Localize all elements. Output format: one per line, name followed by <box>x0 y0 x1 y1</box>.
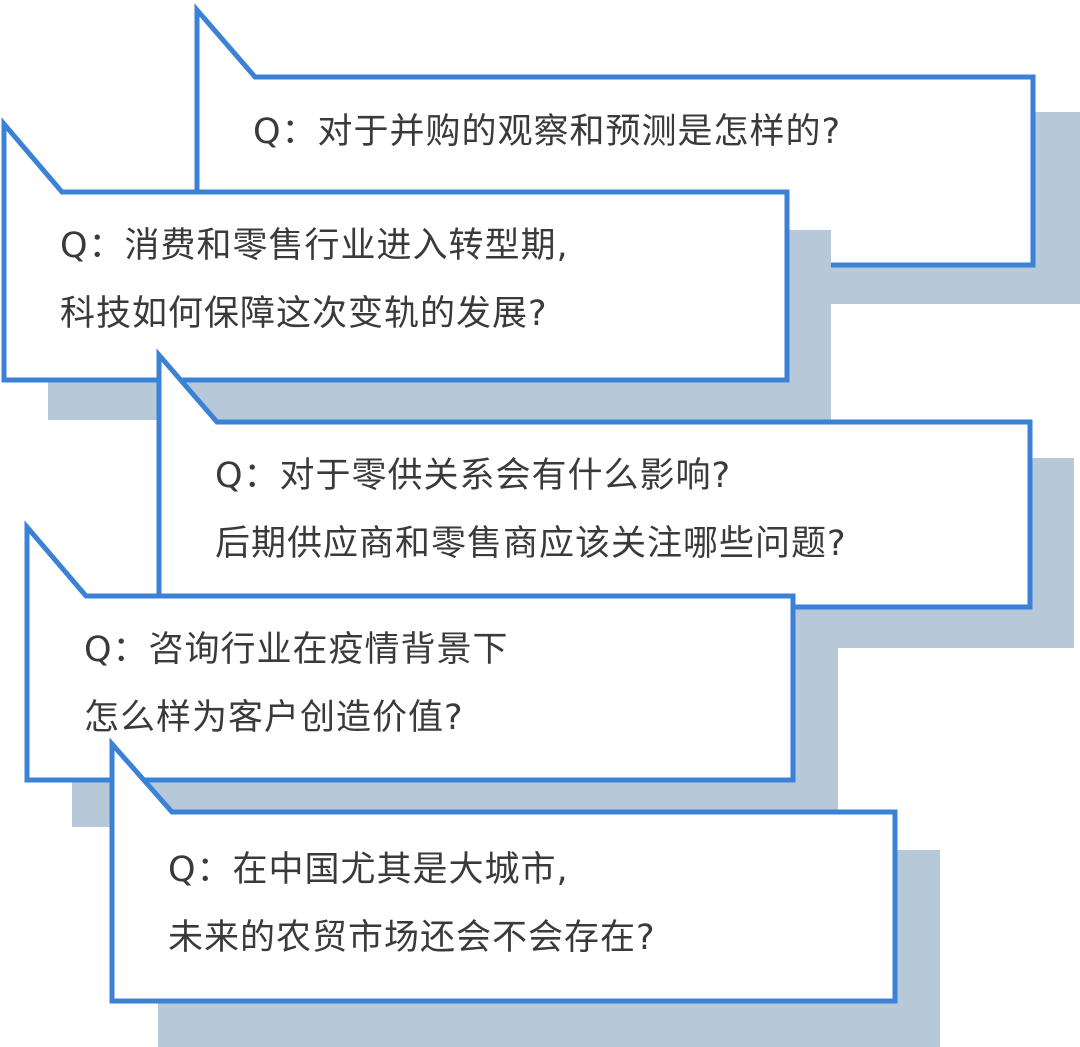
question-3-text: Q：对于零供关系会有什么影响? 后期供应商和零售商应该关注哪些问题? <box>215 442 847 578</box>
question-4-line-1: Q：咨询行业在疫情背景下 <box>84 630 509 670</box>
question-1-line-1: Q：对于并购的观察和预测是怎样的? <box>253 112 842 152</box>
question-bubble-4 <box>24 520 838 827</box>
question-2-text: Q：消费和零售行业进入转型期, 科技如何保障这次变轨的发展? <box>60 212 569 348</box>
bubble-4-outline <box>24 520 796 783</box>
question-5-text: Q：在中国尤其是大城市, 未来的农贸市场还会不会存在? <box>168 836 656 972</box>
question-2-line-1: Q：消费和零售行业进入转型期, <box>60 226 569 266</box>
question-4-line-2: 怎么样为客户创造价值? <box>84 698 464 738</box>
question-3-line-1: Q：对于零供关系会有什么影响? <box>215 456 732 496</box>
bubble-2-outline <box>1 117 790 383</box>
question-5-line-1: Q：在中国尤其是大城市, <box>168 850 569 890</box>
question-bubble-5 <box>109 737 940 1047</box>
bubble-5-outline <box>109 737 898 1004</box>
question-1-text: Q：对于并购的观察和预测是怎样的? <box>253 98 841 166</box>
question-4-text: Q：咨询行业在疫情背景下 怎么样为客户创造价值? <box>84 616 509 752</box>
question-2-line-2: 科技如何保障这次变轨的发展? <box>60 294 548 334</box>
question-3-line-2: 后期供应商和零售商应该关注哪些问题? <box>215 524 847 564</box>
question-5-line-2: 未来的农贸市场还会不会存在? <box>168 918 656 958</box>
bubble-3-outline <box>156 348 1033 610</box>
